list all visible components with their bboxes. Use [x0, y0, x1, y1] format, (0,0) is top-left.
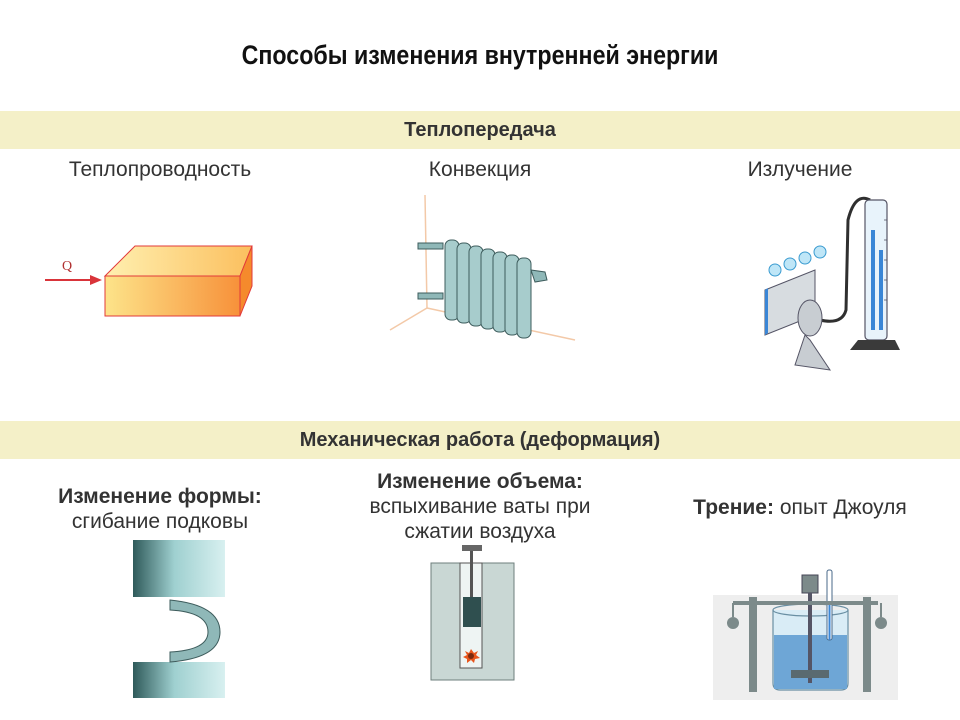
shape-change-title: Изменение формы: — [58, 485, 262, 508]
convection-label: Конвекция — [428, 158, 532, 181]
friction-label: Трение: опыт Джоуля — [660, 495, 940, 520]
heat-transfer-header: Теплопередача — [0, 111, 960, 149]
friction-title: Трение: — [693, 496, 774, 519]
volume-change-label: Изменение объема: вспыхивание ваты при с… — [340, 469, 620, 544]
joule-apparatus-icon — [713, 569, 898, 700]
heat-arrow-label: Q — [62, 259, 72, 274]
radiator-icon — [389, 194, 576, 341]
volume-change-text: вспыхивание ваты при сжатии воздуха — [369, 495, 591, 543]
page-title: Способы изменения внутренней энергии — [241, 40, 719, 70]
radiation-apparatus-icon — [764, 196, 900, 371]
volume-change-title: Изменение объема: — [377, 470, 583, 493]
mechanical-work-header: Механическая работа (деформация) — [0, 421, 960, 459]
horseshoe-icon — [133, 540, 225, 698]
heated-block-icon: Q — [45, 245, 253, 317]
shape-change-label: Изменение формы: сгибание подковы — [20, 484, 300, 534]
friction-text: опыт Джоуля — [779, 496, 907, 519]
fire-syringe-icon — [430, 545, 515, 681]
radiation-label: Излучение — [747, 158, 853, 181]
conduction-label: Теплопроводность — [68, 158, 252, 181]
shape-change-text: сгибание подковы — [71, 510, 249, 533]
